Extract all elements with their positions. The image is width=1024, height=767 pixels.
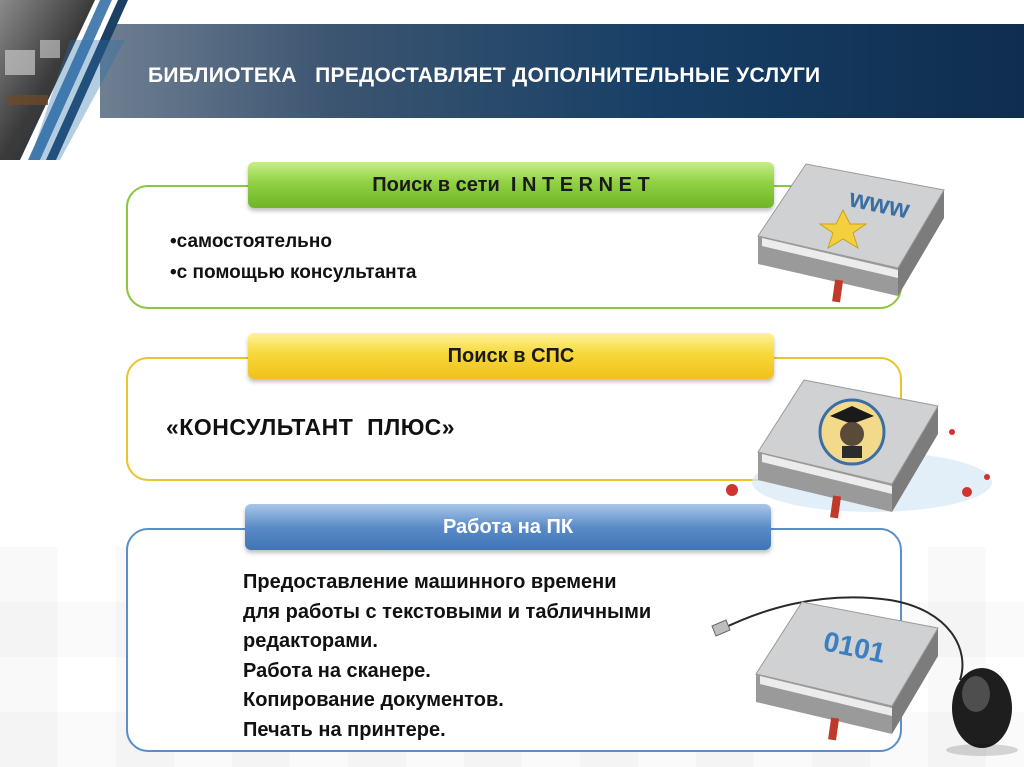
header-bar bbox=[100, 24, 1024, 118]
scholar-book-icon bbox=[726, 379, 992, 519]
list-item: для работы с текстовыми и табличными bbox=[243, 600, 652, 623]
corner-photo bbox=[0, 0, 128, 160]
list-item: •с помощью консультанта bbox=[170, 262, 417, 283]
list-item: Предоставление машинного времени bbox=[243, 571, 617, 593]
sps-search-header: Поиск в СПС bbox=[248, 333, 774, 379]
www-book-icon: www bbox=[757, 163, 945, 303]
internet-search-header: Поиск в сети I N T E R N E T bbox=[248, 162, 774, 208]
pc-services-list: Предоставление машинного времени для раб… bbox=[243, 568, 651, 745]
consultant-plus-label: «КОНСУЛЬТАНТ ПЛЮС» bbox=[166, 414, 456, 440]
list-item: Копирование документов. bbox=[243, 689, 504, 711]
pc-work-header: Работа на ПК bbox=[245, 504, 771, 550]
internet-options-list: •самостоятельно •с помощью консультанта bbox=[170, 226, 416, 288]
page-title: БИБЛИОТЕКА ПРЕДОСТАВЛЯЕТ ДОПОЛНИТЕЛЬНЫЕ … bbox=[148, 64, 821, 87]
list-item: •самостоятельно bbox=[170, 231, 332, 252]
binary-book-mouse-icon: 0101 bbox=[711, 596, 1018, 756]
list-item: Работа на сканере. bbox=[243, 659, 431, 682]
list-item: редакторами. bbox=[243, 630, 378, 652]
list-item: Печать на принтере. bbox=[243, 718, 446, 741]
